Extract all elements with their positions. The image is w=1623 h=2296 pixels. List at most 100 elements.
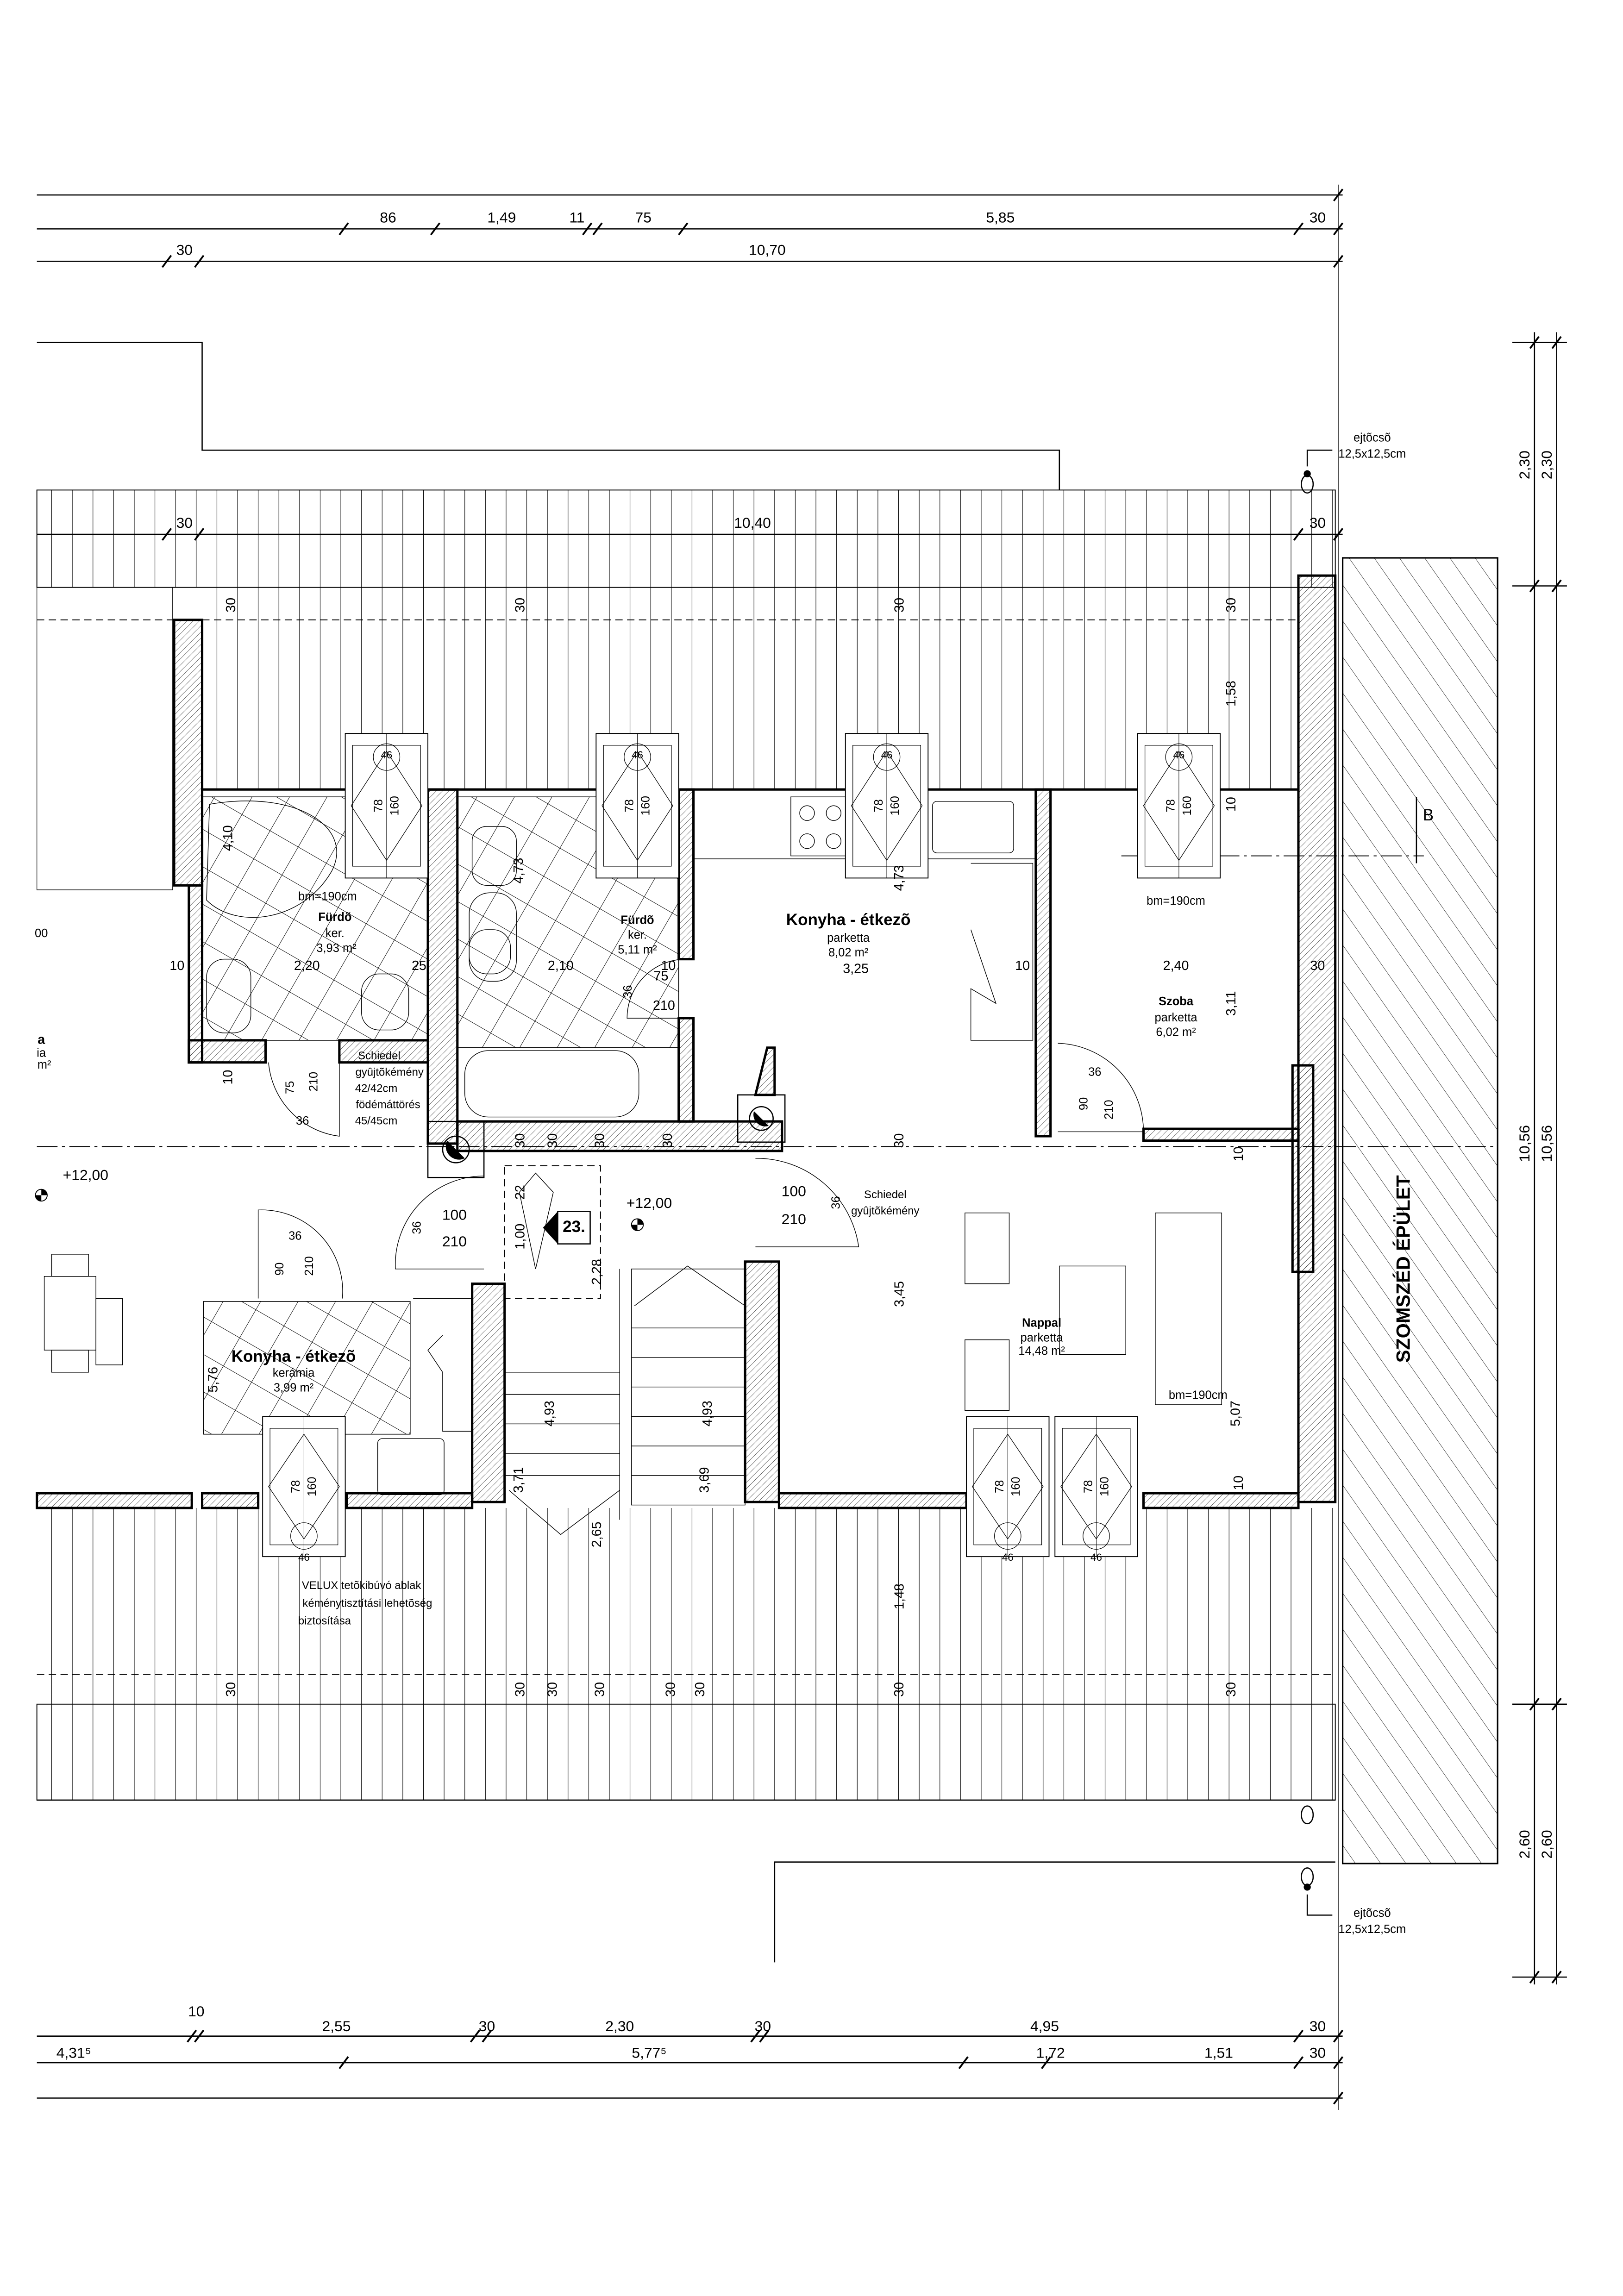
door-height: 210	[303, 1256, 316, 1276]
dimension-tick	[750, 2029, 761, 2043]
level-markers	[35, 1189, 644, 1231]
dim-right: 10,56	[1538, 1125, 1555, 1162]
door-type: 36	[296, 1114, 309, 1127]
dimension-tick	[958, 2056, 969, 2069]
section-marker: B	[1423, 806, 1434, 824]
door-width: 100	[442, 1206, 467, 1223]
dim-right: 2,60	[1516, 1830, 1533, 1858]
dim-bottom: 4,31⁵	[56, 2044, 91, 2061]
dim-interior: 5,07	[1228, 1401, 1243, 1426]
roof-window-label: 46	[1002, 1552, 1014, 1563]
dimension-tick	[1333, 2056, 1344, 2069]
dimension-tick	[592, 222, 603, 236]
roof-window-label: 46	[381, 749, 392, 761]
dim-interior: 2,40	[1163, 958, 1189, 973]
chimney-blocks	[427, 1046, 786, 1178]
dim-interior: 30	[513, 1133, 527, 1148]
dim-bottom: 30	[1310, 2044, 1326, 2061]
room-name: Fürdõ	[318, 911, 351, 924]
dimension-tick	[470, 2029, 481, 2043]
dim-interior: 30	[224, 598, 238, 613]
room-floor: parketta	[1021, 1331, 1064, 1344]
room-area: 5,11 m²	[618, 943, 657, 956]
dimension-tick	[759, 2029, 770, 2043]
dim-interior: 1,58	[1224, 681, 1239, 707]
dim-bottom: 4,95	[1030, 2018, 1059, 2034]
dim-right: 2,60	[1538, 1830, 1555, 1858]
dim-interior: 30	[663, 1682, 678, 1697]
dimension-tick	[338, 222, 349, 236]
headroom-label: bm=190cm	[298, 890, 357, 903]
roof-window-width: 78	[372, 799, 385, 812]
dimension-tick	[1041, 2056, 1052, 2069]
roof-window-width: 78	[1082, 1480, 1095, 1493]
chimney-note: 45/45cm	[355, 1114, 398, 1127]
velux-note: biztosítása	[298, 1615, 351, 1627]
downpipe-symbols	[1301, 450, 1333, 1916]
dimension-tick	[1333, 2029, 1344, 2043]
room-area: 8,02 m²	[828, 946, 868, 959]
room-name: Konyha - étkezõ	[786, 911, 911, 929]
dim-top: 1,49	[487, 209, 516, 226]
roof-window-label: 46	[298, 1552, 310, 1563]
door-type: 36	[288, 1229, 301, 1242]
dim-interior: 10	[661, 958, 676, 973]
room-floor: parketta	[1154, 1011, 1197, 1024]
door-width: 90	[1078, 1097, 1090, 1110]
roof-window-height: 160	[889, 796, 902, 816]
dim-top: 86	[380, 209, 396, 226]
dim-interior: 10	[220, 1070, 235, 1085]
room-area: 14,48 m²	[1018, 1345, 1065, 1358]
dimension-tick	[430, 222, 441, 236]
chimney-note: gyûjtõkémény	[356, 1066, 424, 1078]
dim-interior: 30	[513, 598, 527, 613]
dim-interior: 3,69	[697, 1467, 712, 1493]
door-type: 36	[829, 1196, 842, 1209]
dim-interior: 2,65	[589, 1521, 604, 1547]
dim-interior: 30	[1224, 598, 1239, 613]
dim-right: 2,30	[1516, 450, 1533, 479]
door-type: 36	[410, 1221, 423, 1234]
dim-bottom: 1,51	[1204, 2044, 1233, 2061]
room-floor: parketta	[827, 932, 870, 945]
partial-room-area: m²	[38, 1058, 51, 1071]
neighbor-building	[1341, 557, 1498, 1864]
roof-window-height: 160	[639, 796, 652, 816]
dim-bottom: 2,30	[605, 2018, 634, 2034]
dimension-tick	[1333, 222, 1344, 236]
roof-window-height: 160	[389, 796, 401, 816]
partial-room-floor: ia	[37, 1046, 46, 1059]
room-floor: kerámia	[273, 1367, 315, 1380]
dimension-tick	[482, 2029, 492, 2043]
dim-top: 75	[635, 209, 652, 226]
dimension-tick	[194, 255, 205, 268]
dim-interior: 3,25	[843, 962, 869, 976]
velux-note: kéménytisztítási lehetõség	[302, 1597, 432, 1609]
dimension-tick	[1551, 1697, 1562, 1711]
room-area: 3,99 m²	[274, 1382, 313, 1395]
dim-interior: 22	[513, 1185, 527, 1200]
dim-interior: 30	[892, 1682, 907, 1697]
dim-interior: 4,93	[700, 1401, 715, 1426]
roof-window-label: 46	[632, 749, 643, 761]
dimension-lines	[37, 184, 1567, 2110]
dim-interior: 2,10	[548, 958, 574, 973]
room-name: Fürdõ	[620, 914, 654, 927]
dimension-tick	[1333, 255, 1344, 268]
dimension-tick	[194, 2029, 205, 2043]
staircase	[504, 1165, 746, 1535]
chimney-note: Schiedel	[358, 1050, 401, 1062]
dimension-tick	[1529, 336, 1540, 349]
dimension-tick	[338, 2056, 349, 2069]
chimney-note: Schiedel	[864, 1189, 907, 1201]
headroom-label: bm=190cm	[1169, 1389, 1228, 1402]
dimension-tick	[1529, 1697, 1540, 1711]
downpipe-size: 12,5x12,5cm	[1338, 448, 1406, 461]
dim-top-total: 10,70	[749, 242, 786, 258]
dim-roof: 10,40	[734, 514, 771, 531]
chimney-note: gyûjtõkémény	[851, 1205, 919, 1217]
downpipe-size: 12,5x12,5cm	[1338, 1923, 1406, 1936]
dimension-tick	[1551, 579, 1562, 593]
walls	[36, 574, 1337, 1509]
